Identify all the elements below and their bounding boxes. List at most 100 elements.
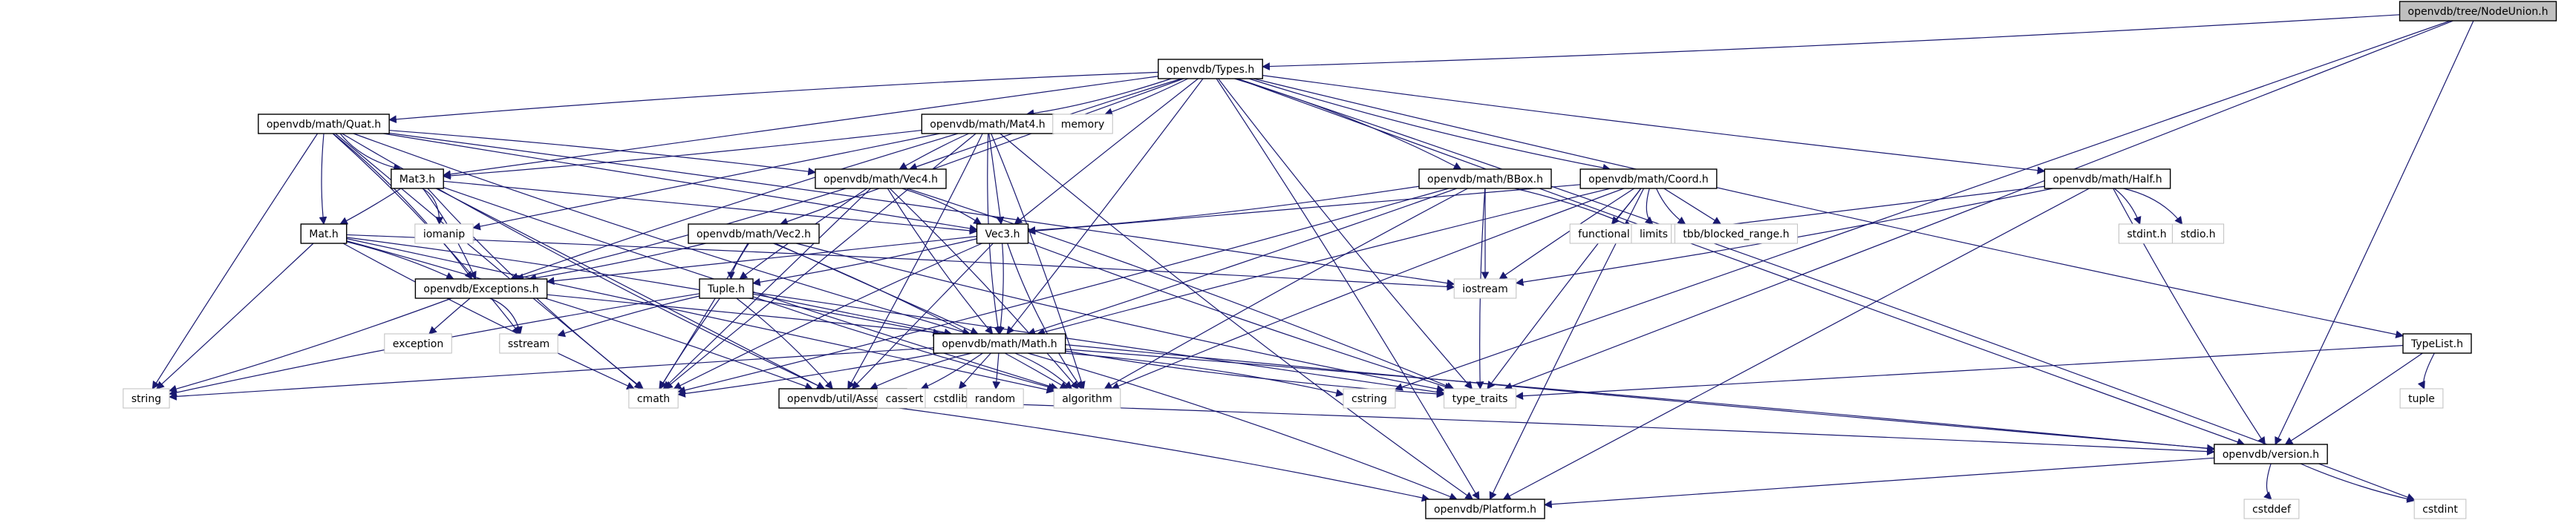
node-box: [414, 223, 474, 244]
node-box: [1052, 114, 1113, 134]
node-label: exception: [393, 338, 443, 350]
edge-quat-to-mat3: [339, 133, 402, 172]
node-half[interactable]: openvdb/math/Half.h: [2044, 168, 2171, 189]
edge-types-to-mat4: [1025, 78, 1172, 117]
node-label: cassert: [886, 393, 924, 405]
edge-half-to-stdint: [2113, 188, 2142, 226]
edge-mat4-to-platform: [1000, 133, 1474, 500]
node-mat[interactable]: Mat.h: [300, 223, 348, 244]
node-bbox[interactable]: openvdb/math/BBox.h: [1418, 168, 1552, 189]
node-nodeunion[interactable]: openvdb/tree/NodeUnion.h: [2399, 1, 2557, 22]
edge-vec2-to-exceptions: [528, 243, 706, 282]
edge-mathh-to-assert: [870, 352, 973, 389]
node-label: cmath: [637, 393, 670, 405]
node-label: openvdb/math/Coord.h: [1588, 174, 1709, 185]
edge-mat4-to-mat3: [443, 129, 922, 180]
node-label: memory: [1061, 119, 1105, 131]
node-stdio: stdio.h: [2171, 223, 2225, 244]
edge-exceptions-to-exception: [428, 297, 471, 335]
node-box: [966, 388, 1024, 409]
node-tbb: tbb/blocked_range.h: [1674, 223, 1799, 244]
edge-vec3-to-algorithm: [1007, 243, 1083, 389]
node-box: [2171, 223, 2225, 244]
node-platform[interactable]: openvdb/Platform.h: [1425, 499, 1545, 519]
edge-mat-to-iostream: [346, 234, 1455, 291]
edge-mat4-to-vec3: [988, 133, 1005, 226]
node-cstring: cstring: [1343, 388, 1396, 409]
node-box: [1053, 388, 1121, 409]
edge-vec3-to-mathh: [997, 243, 1005, 335]
node-box: [699, 278, 754, 299]
node-box: [300, 223, 348, 244]
edge-version-to-cstdint: [2300, 463, 2416, 503]
node-label: Mat.h: [309, 229, 338, 240]
node-string: string: [123, 388, 170, 409]
edge-mat-to-assert: [346, 240, 814, 390]
node-label: cstring: [1351, 393, 1387, 405]
edge-tuple_h-to-algorithm: [752, 296, 1057, 391]
node-box: [688, 223, 820, 244]
edge-exceptions-to-sstream: [489, 297, 523, 335]
node-label: openvdb/math/Vec2.h: [697, 229, 811, 240]
node-box: [123, 388, 170, 409]
edge-quat-to-vec3: [383, 133, 978, 233]
edge-types-to-vec2: [779, 78, 1184, 226]
node-box: [499, 333, 558, 354]
node-memory: memory: [1052, 114, 1113, 134]
edge-coord-to-tbb: [1663, 188, 1722, 225]
node-vec2[interactable]: openvdb/math/Vec2.h: [688, 223, 820, 244]
edge-mathh-to-cstdlib: [958, 352, 991, 389]
edge-types-to-typelist: [1253, 78, 2404, 339]
node-mathh[interactable]: openvdb/math/Math.h: [933, 333, 1066, 354]
edge-typelist-to-tuple: [2417, 352, 2435, 389]
node-tuple_h[interactable]: Tuple.h: [699, 278, 754, 299]
node-box: [391, 168, 444, 189]
edge-mat-to-string: [156, 243, 314, 389]
node-vec3[interactable]: Vec3.h: [976, 223, 1029, 244]
edge-mathh-to-algorithm: [1014, 352, 1073, 389]
node-box: [815, 168, 947, 189]
node-box: [2413, 499, 2467, 519]
edge-exceptions-to-string: [169, 297, 452, 393]
node-vec4[interactable]: openvdb/math/Vec4.h: [815, 168, 947, 189]
node-version[interactable]: openvdb/version.h: [2214, 444, 2328, 464]
edge-quat-to-iostream: [389, 132, 1455, 287]
node-cassert: cassert: [877, 388, 932, 409]
node-label: Mat3.h: [400, 174, 435, 185]
node-box: [1343, 388, 1396, 409]
edge-assert-to-version: [906, 400, 2215, 456]
node-box: [2118, 223, 2176, 244]
node-coord[interactable]: openvdb/math/Coord.h: [1579, 168, 1718, 189]
edge-vec4-to-mathh: [887, 188, 994, 335]
edge-vec4-to-cmath: [662, 188, 871, 389]
node-types[interactable]: openvdb/Types.h: [1158, 59, 1263, 79]
node-mat4[interactable]: openvdb/math/Mat4.h: [921, 114, 1054, 134]
edge-vec3-to-exceptions: [546, 236, 977, 286]
edge-mat3-to-assert: [435, 188, 825, 389]
node-box: [1418, 168, 1552, 189]
edge-mathh-to-cmath: [677, 352, 939, 398]
node-typelist[interactable]: TypeList.h: [2402, 333, 2472, 354]
node-label: openvdb/math/Vec4.h: [824, 174, 938, 185]
node-quat[interactable]: openvdb/math/Quat.h: [258, 114, 390, 134]
edge-bbox-to-algorithm: [1103, 188, 1468, 389]
node-box: [1158, 59, 1263, 79]
node-type_traits: type_traits: [1444, 388, 1516, 409]
node-label: openvdb/Platform.h: [1434, 504, 1536, 516]
node-exceptions[interactable]: openvdb/Exceptions.h: [414, 278, 548, 299]
node-label: algorithm: [1062, 393, 1112, 405]
edge-types-to-bbox: [1234, 78, 1462, 170]
edge-mathh-to-cassert: [920, 352, 983, 390]
nodes-layer: openvdb/tree/NodeUnion.h openvdb/Types.h o…: [123, 1, 2557, 519]
node-mat3[interactable]: Mat3.h: [391, 168, 444, 189]
node-functional: functional: [1569, 223, 1639, 244]
edge-mat-to-cmath: [342, 243, 635, 389]
node-label: openvdb/version.h: [2223, 449, 2319, 461]
edge-vec4-to-vec3: [901, 188, 982, 225]
edge-mat3-to-vec3: [443, 180, 978, 235]
edge-mathh-to-cstring: [1064, 352, 1345, 397]
edge-nodeunion-to-version: [2275, 20, 2474, 445]
edge-quat-to-string: [151, 133, 319, 389]
edge-vec2-to-tuple_h: [727, 243, 749, 280]
